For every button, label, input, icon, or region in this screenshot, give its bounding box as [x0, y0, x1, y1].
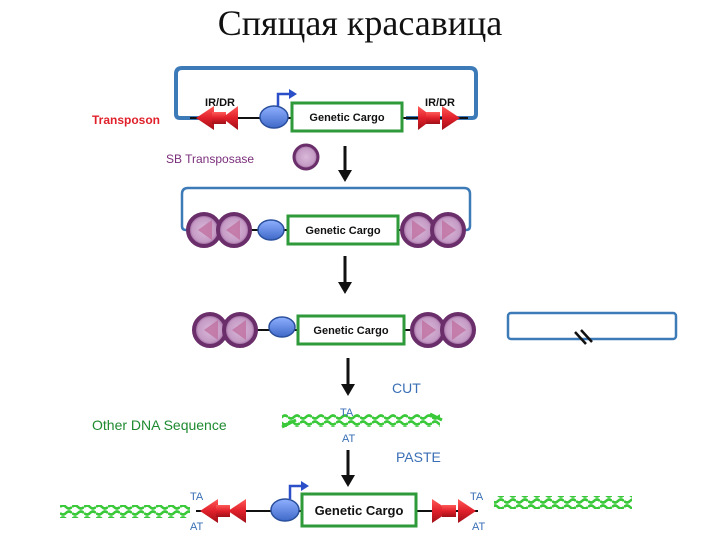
sb-transposase-label: SB Transposase: [166, 152, 254, 166]
plasmid-backbone: [174, 66, 478, 120]
ta-label: TA: [340, 407, 354, 419]
excised-transposon: Genetic Cargo: [192, 312, 476, 348]
integrated-transposon: Genetic Cargo: [60, 481, 632, 528]
genetic-cargo-box: [300, 492, 418, 528]
empty-plasmid: [506, 311, 678, 345]
at-label: AT: [190, 521, 204, 533]
down-arrow-icon: [341, 358, 355, 396]
genetic-cargo-label: Genetic Cargo: [313, 325, 388, 337]
down-arrow-icon: [338, 146, 352, 182]
ta-label: TA: [470, 491, 484, 503]
ir-dr-right-arrows: [432, 499, 476, 523]
other-dna-label: Other DNA Sequence: [92, 417, 227, 433]
transposon-label: Transposon: [92, 113, 160, 127]
left-dna-helix: [60, 505, 190, 518]
page-title: Спящая красавица: [217, 3, 503, 43]
promoter-arrow-icon: [276, 89, 297, 106]
ir-dr-right-label: IR/DR: [425, 97, 455, 109]
transposon-plasmid: IR/DR Genetic Cargo IR/DR: [174, 66, 478, 133]
ir-dr-left-arrows: [200, 499, 246, 523]
genetic-cargo-box: [290, 101, 404, 133]
promoter-oval: [259, 105, 289, 129]
ta-label: TA: [190, 491, 204, 503]
genetic-cargo-box: [296, 314, 406, 346]
at-label: AT: [342, 433, 356, 445]
cut-label: CUT: [392, 380, 421, 396]
promoter-oval: [257, 219, 285, 241]
ir-dr-left-arrows: [196, 106, 238, 130]
down-arrow-icon: [341, 450, 355, 487]
down-arrow-icon: [338, 256, 352, 294]
genetic-cargo-box: [286, 214, 400, 246]
genetic-cargo-label: Genetic Cargo: [315, 503, 404, 518]
plasmid-backbone: [180, 186, 472, 232]
right-dna-helix: [494, 496, 632, 509]
paste-label: PASTE: [396, 449, 441, 465]
at-label: AT: [472, 521, 486, 533]
promoter-oval: [270, 498, 300, 522]
genetic-cargo-label: Genetic Cargo: [305, 225, 380, 237]
ir-dr-right-arrows: [418, 106, 460, 130]
genetic-cargo-label: Genetic Cargo: [309, 112, 384, 124]
ir-dr-left-label: IR/DR: [205, 97, 235, 109]
promoter-oval: [268, 316, 296, 338]
bound-transposon-plasmid: Genetic Cargo: [180, 186, 472, 248]
double-slash-icon: [574, 329, 593, 345]
transposase-disc: [292, 143, 320, 171]
promoter-arrow-icon: [288, 481, 309, 499]
target-dna-helix: [281, 412, 443, 429]
